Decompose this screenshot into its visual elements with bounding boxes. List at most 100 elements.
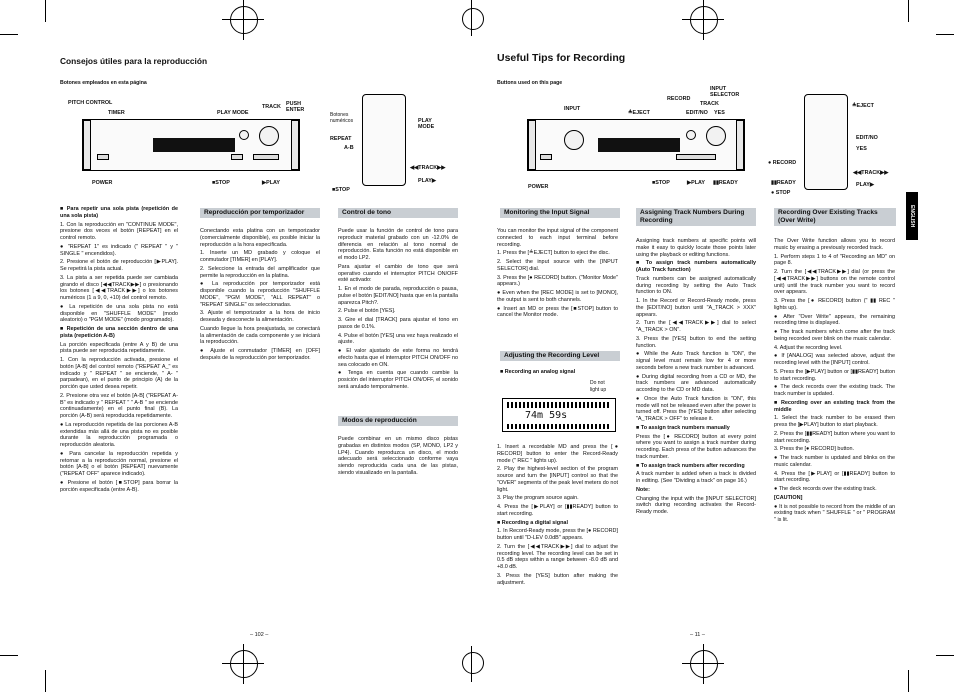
- label-stop: ■STOP: [212, 180, 230, 186]
- paragraph: ● Once the Auto Track function is "ON", …: [636, 395, 756, 422]
- label-play-mode: PLAY MODE: [217, 110, 249, 116]
- section-header-timer: Reproducción por temporizador: [200, 208, 320, 218]
- section-header-tone: Control de tono: [338, 208, 458, 218]
- paragraph: ● La reproducción por temporizador está …: [200, 281, 320, 308]
- label-botones: Botones numéricos: [330, 112, 354, 124]
- subheading: ■ Recording over an existing track from …: [774, 399, 895, 413]
- right-col2: Assigning track numbers at specific poin…: [636, 238, 756, 518]
- paragraph: 3. Play the program source again.: [497, 495, 579, 502]
- label-input: INPUT: [564, 106, 581, 112]
- paragraph: Conectando esta platina con un temporiza…: [200, 228, 320, 248]
- left-col2: Conectando esta platina con un temporiza…: [200, 228, 320, 364]
- do-not-light-label: Do not light up: [590, 380, 607, 393]
- paragraph: Puede combinar en un mismo disco pistas …: [338, 436, 458, 476]
- paragraph: 3. Press the [YES] button to end the set…: [636, 335, 756, 349]
- label-edit-no-remote: EDIT/NO: [856, 135, 878, 141]
- left-col1: ■ Para repetir una sola pista (repetició…: [60, 206, 178, 495]
- paragraph: Press the [● RECORD] button at every poi…: [636, 433, 756, 460]
- paragraph: 2. Turn the [◀◀TRACK▶▶] dial (or press t…: [774, 269, 895, 296]
- label-stop-remote: ■STOP: [332, 187, 350, 193]
- paragraph: ● Insert an MD or press the [■STOP] butt…: [497, 305, 618, 319]
- paragraph: 1. Press the [≜EJECT] button to eject th…: [497, 250, 610, 257]
- paragraph: ● If [ANALOG] was selected above, adjust…: [774, 353, 895, 366]
- paragraph: ● The track number is updated and blinks…: [774, 455, 895, 468]
- label-ab: A-B: [344, 145, 354, 151]
- subheading: [CAUTION]: [774, 494, 803, 501]
- paragraph: 1. Con la reproducción activada, presion…: [60, 357, 178, 390]
- paragraph: ● After "Over Write" appears, the remain…: [774, 313, 895, 327]
- paragraph: 3. Ajuste el temporizador a la hora de i…: [200, 310, 320, 323]
- paragraph: ● The track numbers which come after the…: [774, 329, 895, 342]
- label-play-remote-r: PLAY▶: [856, 182, 875, 188]
- paragraph: 1. Insert a recordable MD and press the …: [497, 444, 618, 464]
- label-play-mode-remote: PLAY MODE: [418, 118, 435, 130]
- paragraph: La porción especificada (entre A y B) de…: [60, 341, 178, 355]
- paragraph: ● Presione el botón [■STOP] para borrar …: [60, 479, 178, 493]
- label-play-r: ▶PLAY: [687, 180, 706, 186]
- paragraph: 3. Press the [● RECORD] button.: [774, 446, 855, 453]
- subheading: ■ To assign track numbers automatically …: [636, 260, 756, 273]
- paragraph: 4. Pulse el botón [YES] una vez haya rea…: [338, 332, 458, 346]
- paragraph: 2. Presione el botón de reproducción [▶P…: [60, 259, 178, 272]
- buttons-caption-left: Botones empleados en esta página: [60, 80, 147, 86]
- label-record: RECORD: [667, 96, 691, 102]
- paragraph: You can monitor the input signal of the …: [497, 228, 618, 248]
- label-stop-r: ■STOP: [652, 180, 670, 186]
- paragraph: A track number is added when a track is …: [636, 471, 756, 484]
- label-eject-remote: ≜EJECT: [852, 103, 874, 109]
- right-col1: You can monitor the input signal of the …: [497, 228, 618, 321]
- section-header-assigning: Assigning Track Numbers During Recording: [636, 208, 756, 226]
- paragraph: ● While the Auto Track function is "ON",…: [636, 351, 756, 371]
- label-eject: ≜EJECT: [628, 110, 650, 116]
- page-title-right: Useful Tips for Recording: [497, 52, 626, 64]
- paragraph: ● La reproducción repetida de las porcio…: [60, 421, 178, 448]
- label-repeat: REPEAT: [330, 136, 352, 142]
- paragraph: ● Ajuste el conmutador [TIMER] en [OFF] …: [200, 348, 320, 361]
- label-push-enter: PUSH ENTER: [286, 101, 305, 113]
- label-input-selector: INPUT SELECTOR: [710, 86, 740, 98]
- paragraph: Puede usar la función de control de tono…: [338, 228, 458, 261]
- paragraph: 2. Select the input source with the [INP…: [497, 259, 618, 272]
- paragraph: ● The deck records over the existing tra…: [774, 486, 877, 492]
- subheading: ■ To assign track numbers manually: [636, 424, 730, 431]
- paragraph: 4. Press the [▶PLAY] or [▮▮READY] button…: [774, 470, 895, 484]
- page-number-left: – 102 –: [250, 632, 269, 638]
- paragraph: ● El valor ajustado de este forma no ten…: [338, 348, 458, 368]
- label-yes: YES: [714, 110, 725, 116]
- subheading: ■ Recording a digital signal: [497, 519, 568, 526]
- buttons-caption-right: Buttons used on this page: [497, 80, 563, 86]
- right-col1c: 1. Insert a recordable MD and press the …: [497, 444, 618, 588]
- paragraph: Para ajustar el cambio de tono que será …: [338, 263, 458, 284]
- section-header-rec-level: Adjusting the Recording Level: [500, 351, 620, 361]
- label-pitch-control: PITCH CONTROL: [68, 100, 113, 106]
- label-ready-remote: ▮▮READY: [771, 180, 796, 186]
- paragraph: 2. Seleccione la entrada del amplificado…: [200, 265, 320, 279]
- right-col3: The Over Write function allows you to re…: [774, 238, 895, 526]
- paragraph: Assigning track numbers at specific poin…: [636, 238, 756, 258]
- label-track-remote: ◀◀TRACK▶▶: [410, 165, 446, 171]
- paragraph: Cuando llegue la hora preajustada, se co…: [200, 325, 320, 346]
- label-stop-remote-r: ● STOP: [771, 190, 791, 196]
- paragraph: 4. Press the [▶PLAY] or [▮▮READY] button…: [497, 504, 618, 517]
- section-header-overwrite: Recording Over Existing Tracks (Over Wri…: [774, 208, 896, 226]
- paragraph: ● It is not possible to record from the …: [774, 503, 895, 524]
- sub-analog: ■ Recording an analog signal: [500, 369, 576, 375]
- paragraph: 1. Select the track number to be erased …: [774, 415, 895, 428]
- paragraph: Track numbers can be assigned automatica…: [636, 275, 756, 296]
- paragraph: 3. Gire el dial [TRACK] para ajustar el …: [338, 317, 458, 330]
- label-timer: TIMER: [108, 110, 125, 116]
- paragraph: 3. Press the [● RECORD] button. ("Monito…: [497, 274, 618, 288]
- subheading: ■ Repetición de una sección dentro de un…: [60, 326, 178, 339]
- label-play-remote: PLAY▶: [418, 178, 437, 184]
- paragraph: 3. Press the [● RECORD] button (" ▮▮ REC…: [774, 298, 895, 311]
- paragraph: The Over Write function allows you to re…: [774, 238, 895, 251]
- section-header-modes: Modos de reproducción: [338, 416, 458, 426]
- page-title-left: Consejos útiles para la reproducción: [60, 56, 208, 66]
- left-col3: Puede usar la función de control de tono…: [338, 228, 458, 393]
- subheading: ■ To assign track numbers after recordin…: [636, 462, 745, 469]
- paragraph: 2. Press the [▮▮READY] button where you …: [774, 430, 895, 444]
- label-edit-no: EDIT/NO: [686, 110, 708, 116]
- level-display: 74m 59s: [502, 398, 616, 432]
- paragraph: Changing the input with the [INPUT SELEC…: [636, 495, 756, 516]
- paragraph: ● The deck records over the existing tra…: [774, 384, 895, 397]
